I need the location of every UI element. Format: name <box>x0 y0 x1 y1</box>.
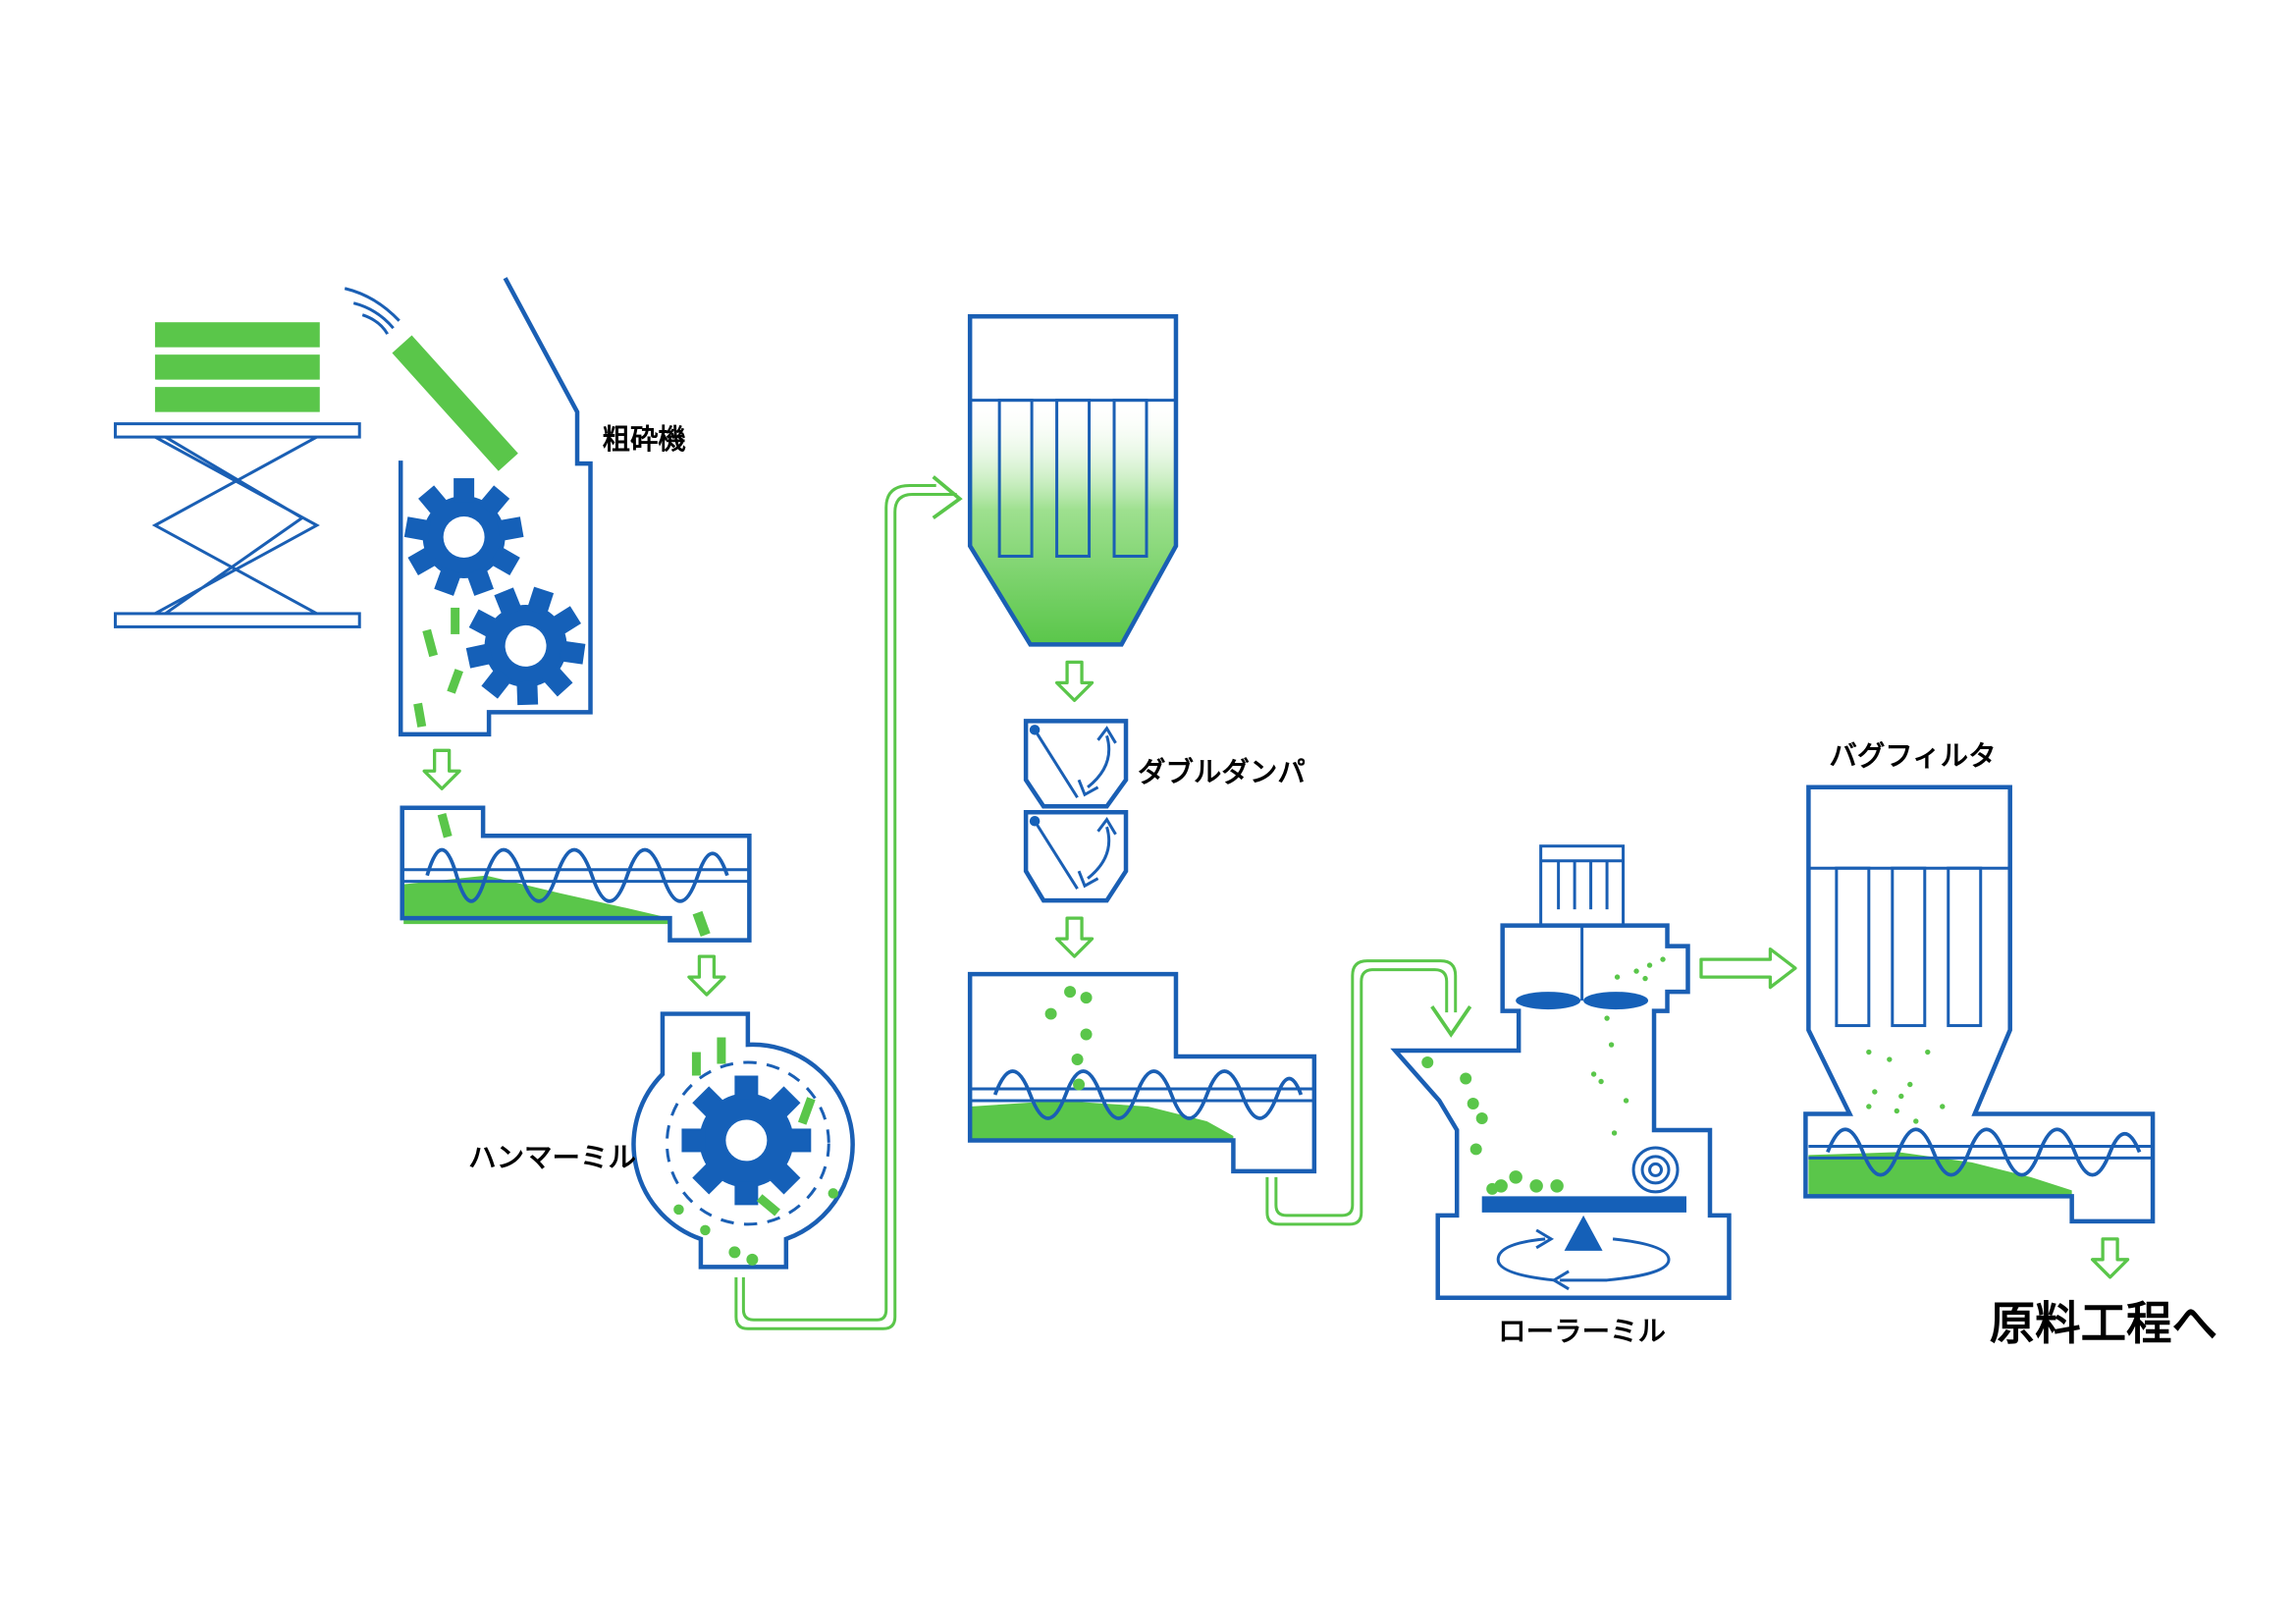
flow-arrow-down-icon <box>1054 916 1095 958</box>
damper-upper <box>1023 719 1129 809</box>
classifier-blade <box>1516 992 1581 1010</box>
grinding-table <box>1481 1196 1687 1213</box>
material-block <box>154 354 320 380</box>
screw-flight <box>425 847 729 903</box>
roller-mill-label: ローラーミル <box>1498 1315 1666 1347</box>
scissor-arms <box>151 435 320 616</box>
rotate-arrow-icon <box>1087 826 1111 880</box>
mill-motor <box>1539 844 1626 928</box>
mill-screen <box>665 1060 830 1226</box>
conveyor-housing <box>967 971 1317 1174</box>
motion-lines <box>344 287 400 335</box>
flow-arrow-down-icon <box>687 954 726 997</box>
crusher <box>344 277 601 737</box>
filter-housing <box>1803 784 2156 1224</box>
screw-conveyor-2 <box>967 971 1317 1174</box>
rotate-arrow-icon <box>1087 734 1111 788</box>
double-damper <box>1023 719 1129 903</box>
flow-arrow-down-icon <box>1054 660 1095 703</box>
bag-filter-label: バグフィルタ <box>1829 739 1996 772</box>
pipe-arrowhead-icon <box>932 475 963 520</box>
flow-arrow-right-icon <box>1699 947 1797 990</box>
scissor-lift <box>113 322 361 628</box>
screw-flight <box>1826 1127 2142 1177</box>
lift-base-plate <box>113 612 361 628</box>
hammer-gear-icon <box>681 1075 812 1206</box>
screw-conveyor-1 <box>400 805 752 943</box>
screw-flight <box>992 1069 1304 1120</box>
falling-material <box>392 335 518 471</box>
table-support <box>1564 1215 1603 1251</box>
rotation-arrow-icon <box>1496 1237 1671 1282</box>
crusher-gear-icon <box>404 478 524 596</box>
collection-hopper <box>967 313 1179 647</box>
transport-pipe <box>734 493 957 1330</box>
damper-lower <box>1023 810 1129 903</box>
transport-pipe <box>1274 959 1458 1217</box>
material-block <box>154 387 320 412</box>
hopper-housing <box>967 313 1179 647</box>
hammer-mill <box>631 1011 855 1270</box>
double-damper-label: ダブルダンパ <box>1138 756 1306 788</box>
crusher-gear-icon <box>451 571 601 721</box>
conveyor-housing <box>400 805 752 943</box>
flow-arrow-down-icon <box>422 748 461 790</box>
flow-arrow-down-icon <box>2090 1237 2130 1279</box>
classifier-blade <box>1583 992 1649 1010</box>
destination-label: 原料工程へ <box>1990 1297 2217 1350</box>
roller-mill <box>1390 844 1732 1301</box>
hammer-mill-label: ハンマーミル <box>468 1141 636 1173</box>
roller <box>1631 1146 1680 1194</box>
pipe-arrowhead-icon <box>1430 1005 1472 1038</box>
lift-top-plate <box>113 422 361 439</box>
transport-pipe <box>741 484 936 1322</box>
crusher-housing <box>398 277 593 737</box>
crusher-label: 粗砕機 <box>603 423 687 456</box>
bag-filter <box>1803 784 2156 1224</box>
transport-pipe <box>1265 968 1449 1226</box>
material-block <box>154 322 320 348</box>
